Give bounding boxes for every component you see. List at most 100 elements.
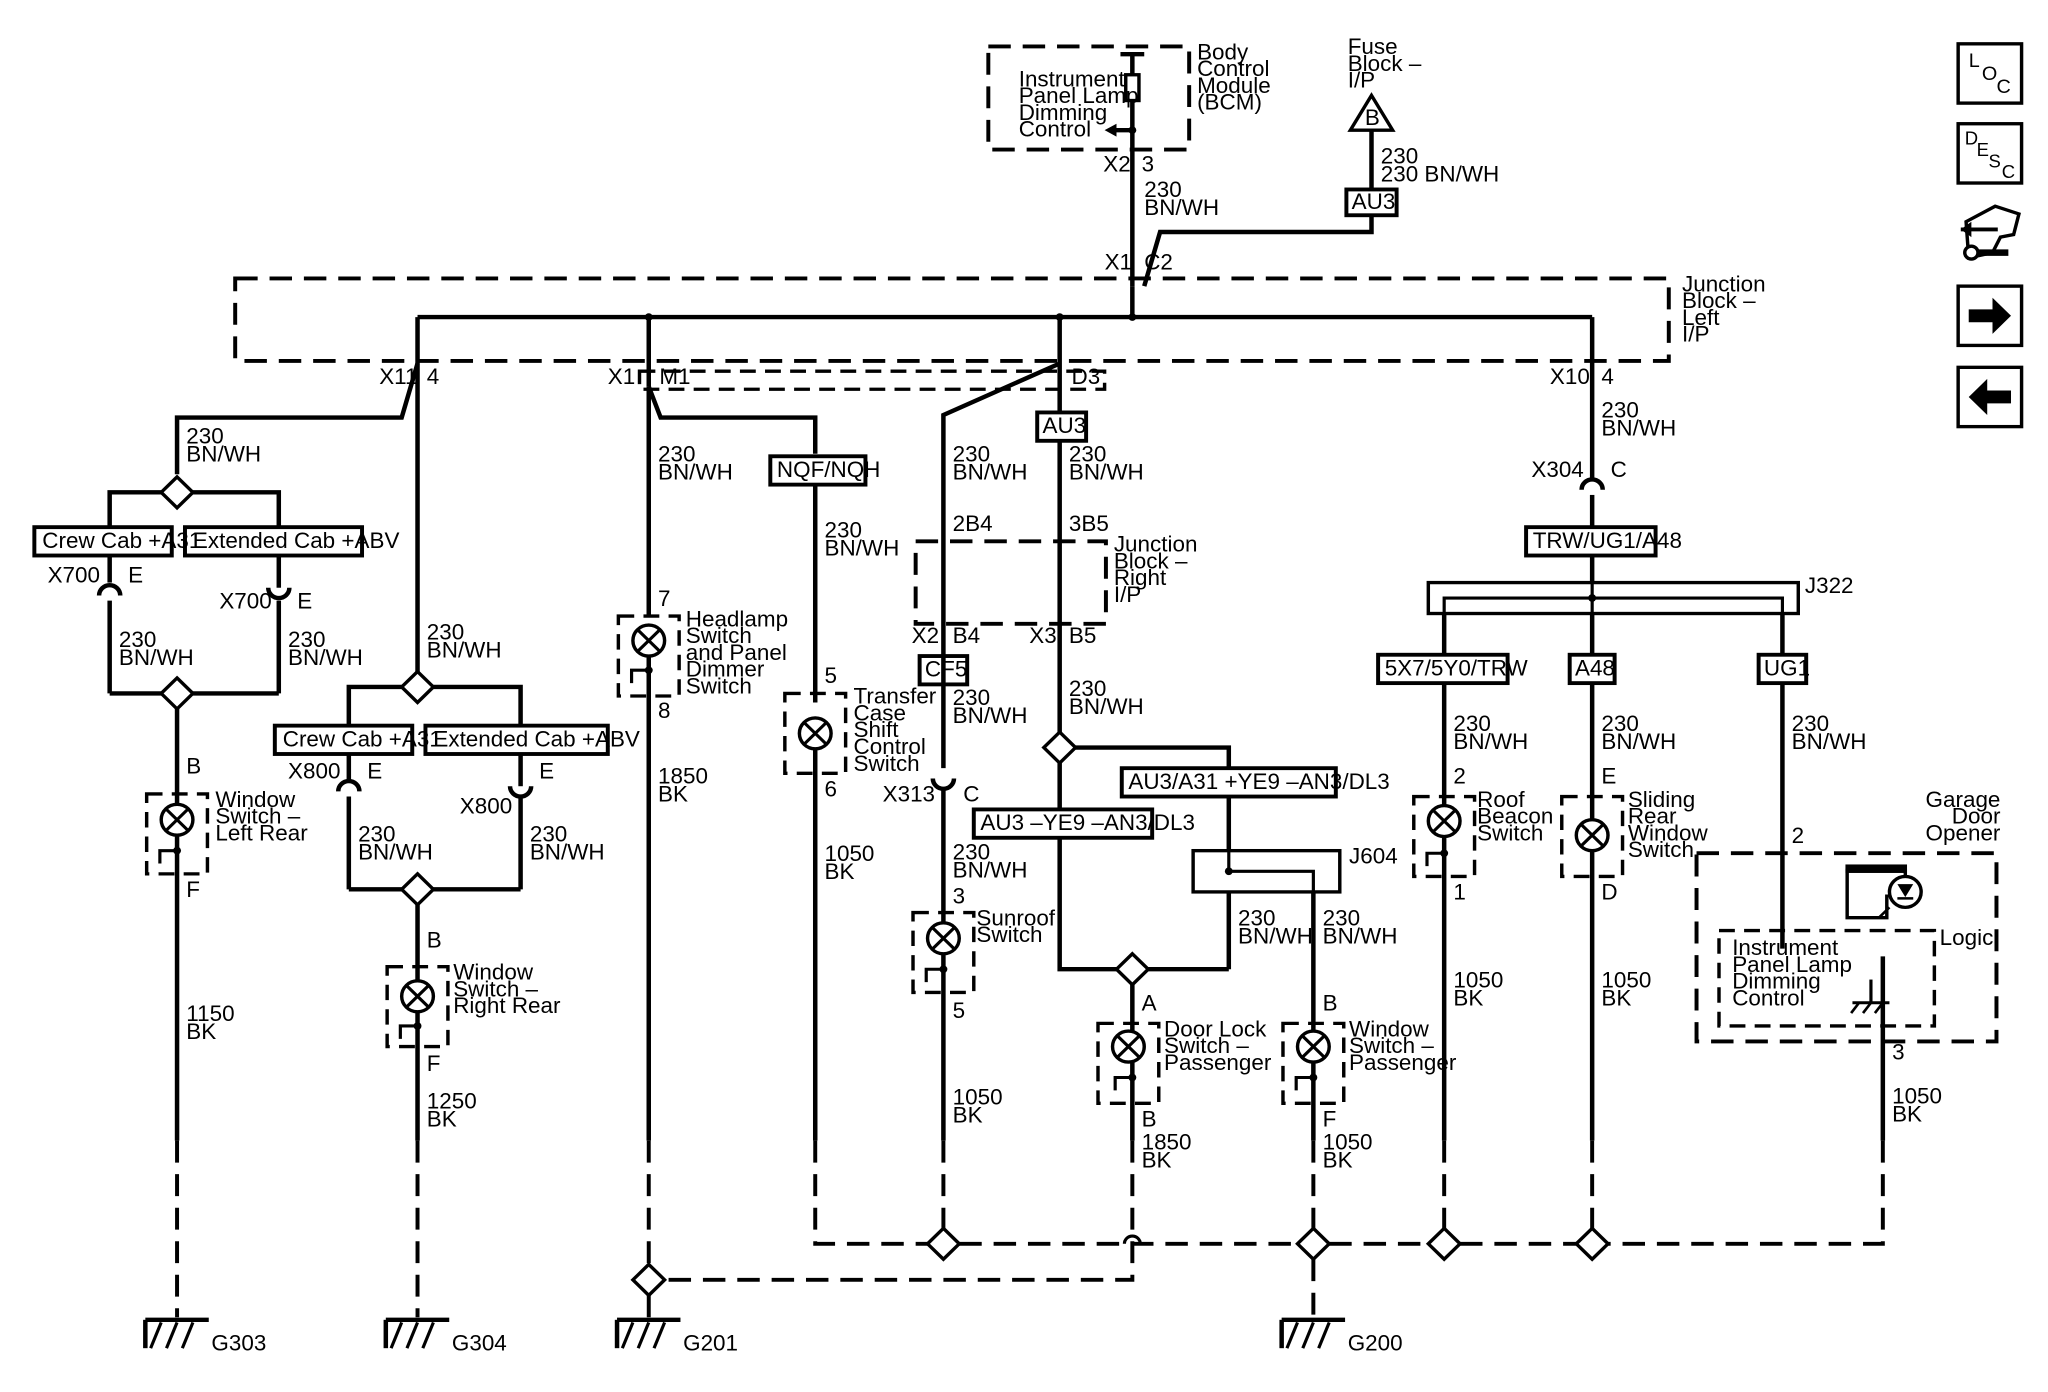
garage-pin2: 2	[1792, 823, 1804, 848]
opt-crew-cab-1	[32, 525, 174, 558]
hl-wire-size: 230	[658, 442, 695, 467]
ground-g304: G304	[383, 1317, 507, 1356]
wp-gnd-wire-color: BK	[1323, 1148, 1353, 1173]
tc-pin-top: 5	[824, 663, 836, 688]
x10-wire-color: BN/WH	[1601, 416, 1676, 441]
fuse-wire-size: 230	[1381, 144, 1418, 169]
x800a-wire-size: 230	[358, 822, 395, 847]
x800a-wire-color: BN/WH	[358, 840, 433, 865]
x700a-connector	[96, 583, 123, 596]
dl-pin-bot: B	[1142, 1107, 1157, 1132]
lr-gnd-wire-color: BK	[186, 1019, 216, 1044]
sr-pin-bot: 5	[953, 998, 965, 1023]
garage-inner-outline	[1717, 928, 1937, 1028]
jbl-x10-pin: 4	[1601, 364, 1613, 389]
opt-extended-cab-1-label: Extended Cab +ABV	[193, 528, 400, 553]
b5-wire-size: 230	[1069, 676, 1106, 701]
svg-text:L: L	[1969, 50, 1980, 72]
jbr-b5: B5	[1069, 623, 1096, 648]
x10-wire-size: 230	[1601, 398, 1638, 423]
arrow-left-button[interactable]	[1956, 365, 2024, 429]
connector-end-view-icon[interactable]	[1960, 204, 2021, 261]
g200-label: G200	[1348, 1331, 1403, 1356]
svg-text:E: E	[1977, 139, 1989, 160]
x313-pin: C	[963, 782, 979, 807]
rr-gnd-wire-size: 1250	[427, 1089, 477, 1114]
ug1-wire-size: 230	[1792, 711, 1829, 736]
tc-switch-lamp-icon	[797, 716, 833, 751]
splice-g-994	[1295, 1225, 1332, 1262]
lr-switch-outline	[144, 792, 210, 876]
x700a-wire-size: 230	[119, 627, 156, 652]
opt-trw-ug1-a48-label: TRW/UG1/A48	[1533, 528, 1682, 553]
ground-g200: G200	[1279, 1317, 1403, 1356]
wp-gnd-wire-size: 1050	[1323, 1130, 1373, 1155]
opt-cf5	[917, 654, 970, 687]
bcm-wire-size: 230	[1144, 177, 1181, 202]
jbl-d3: D3	[1072, 364, 1101, 389]
jbr-3b5: 3B5	[1069, 511, 1109, 536]
rr-pin-top: B	[427, 928, 442, 953]
opt-nqf-nqh-label: NQF/NQH	[777, 457, 880, 482]
ground-g201: G201	[614, 1317, 738, 1356]
lr-wire-color: BN/WH	[186, 442, 261, 467]
sl-gnd-wire-color: BK	[1601, 986, 1631, 1011]
hl-gnd-wire-size: 1850	[658, 764, 708, 789]
cf5-wire-size: 230	[953, 685, 990, 710]
arrow-right-button[interactable]	[1956, 284, 2024, 348]
desc-icon: D E S C	[1965, 128, 2015, 182]
x800b-wire-color: BN/WH	[530, 840, 605, 865]
x313-id: X313	[883, 782, 935, 807]
x800b-wire-size: 230	[530, 822, 567, 847]
gd-gnd-wire-color: BK	[1892, 1102, 1922, 1127]
dl-switch-lamp-icon	[1110, 1029, 1146, 1064]
opt-crew-cab-2	[272, 723, 415, 756]
x304-id: X304	[1531, 457, 1583, 482]
x304-connector	[1579, 477, 1605, 491]
svg-text:D: D	[1965, 128, 1978, 149]
j604b-wire-color: BN/WH	[1323, 924, 1398, 949]
jbl-top-conn: X1	[1105, 250, 1132, 275]
j604-label: J604	[1349, 844, 1398, 869]
jbr-x2: X2	[912, 623, 939, 648]
j604b-wire-size: 230	[1323, 906, 1360, 931]
opt-cf5-label: CF5	[925, 657, 967, 682]
cf5-wire-color: BN/WH	[953, 703, 1028, 728]
sl-pin-bot: D	[1601, 880, 1617, 905]
opt-au3-label: AU3	[1042, 413, 1086, 438]
sl-switch-outline	[1560, 794, 1625, 879]
svg-text:O: O	[1982, 63, 1997, 85]
left-rear-window-circuit: 230 BN/WH Crew Cab +A31 Extended Cab +AB…	[32, 362, 420, 1318]
dl-pin-top: A	[1142, 991, 1157, 1016]
fuse-mark: B	[1365, 105, 1380, 130]
splice-g-491	[630, 1262, 668, 1298]
nav-loc-button[interactable]: L O C	[1956, 42, 2024, 105]
sr-switch-lamp-icon	[925, 921, 961, 956]
x700b-id: X700	[219, 589, 271, 614]
svg-text:C: C	[1996, 76, 2010, 98]
hl-pin-top: 7	[658, 586, 670, 611]
x700b-wire-color: BN/WH	[288, 645, 363, 670]
jbl-top-pin: C2	[1144, 250, 1173, 275]
rb-switch-lamp-icon	[1426, 803, 1462, 839]
rr-wire-color: BN/WH	[427, 638, 502, 663]
led-icon	[1887, 874, 1923, 910]
j604a-wire-color: BN/WH	[1238, 924, 1313, 949]
junction-block-right: AU3 230 BN/WH 230 BN/WH 2B4 3B5 Junction…	[912, 410, 1198, 733]
rr-gnd-wire-color: BK	[427, 1107, 457, 1132]
opt-au3-plus-label: AU3/A31 +YE9 –AN3/DL3	[1128, 769, 1389, 794]
lr-pin-bot: F	[186, 877, 200, 902]
lr-wire-size: 230	[186, 424, 223, 449]
nav-desc-button[interactable]: D E S C	[1956, 122, 2024, 185]
opt-ug1-label: UG1	[1764, 656, 1810, 681]
